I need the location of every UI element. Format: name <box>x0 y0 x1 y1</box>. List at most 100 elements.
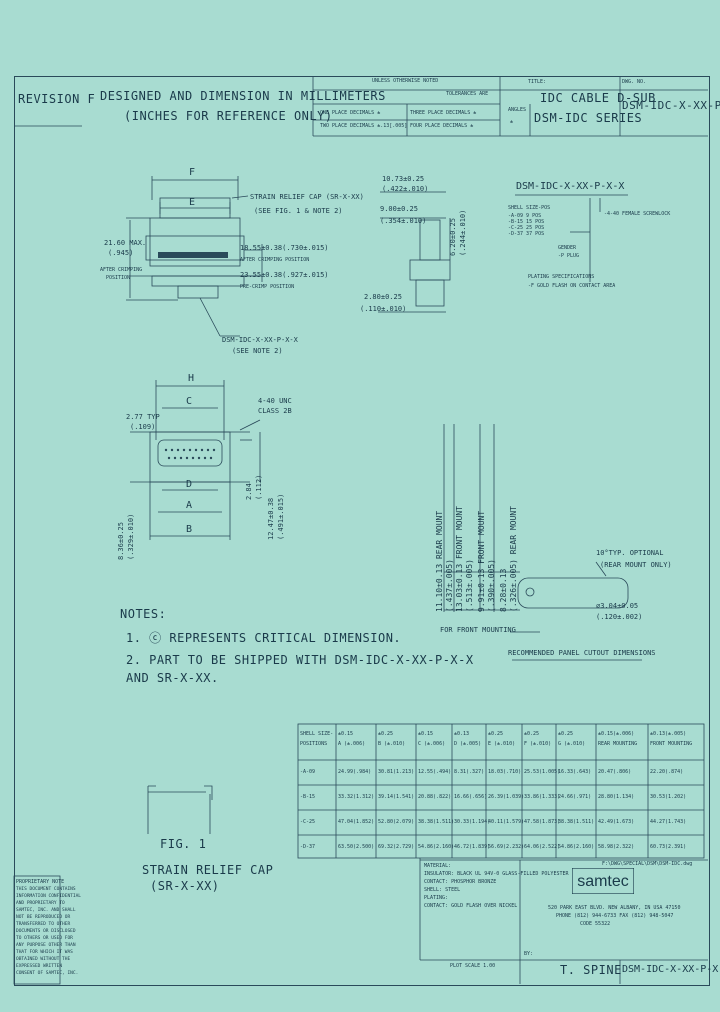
cutout-caption: RECOMMENDED PANEL CUTOUT DIMENSIONS <box>508 649 656 657</box>
table-cell: -C-25 <box>300 819 316 825</box>
table-header-cell: ±0.25 <box>524 731 540 737</box>
address-line1: 520 PARK EAST BLVD. NEW ALBANY, IN USA 4… <box>548 905 681 911</box>
table-cell: 38.38(1.511) <box>558 819 595 825</box>
angles-label: ANGLES <box>508 107 527 113</box>
front-vert-dim-1-in: (.329±.010) <box>127 513 135 560</box>
table-cell: 38.38(1.511) <box>418 819 455 825</box>
strain-relief-ref: (SEE FIG. 1 & NOTE 2) <box>254 207 343 215</box>
proprietary-line: NOT BE REPRODUCED OR <box>16 915 71 920</box>
material-insulator: INSULATOR: BLACK UL 94V-0 GLASS-FILLED P… <box>424 871 569 877</box>
table-cell: -A-09 <box>300 769 316 775</box>
proprietary-title: PROPRIETARY NOTE <box>16 879 65 885</box>
drawn-by: T. SPINE <box>560 963 622 977</box>
table-header-cell: ±0.15 <box>418 731 434 737</box>
material-plating: PLATING: <box>424 895 449 901</box>
material-shell: SHELL: STEEL <box>424 887 461 893</box>
proprietary-line: INFORMATION CONFIDENTIAL <box>16 894 82 899</box>
shell-option-b: -B-15 15 POS <box>508 219 545 225</box>
figure-caption-1: STRAIN RELIEF CAP <box>142 863 274 877</box>
table-cell: 60.73(2.391) <box>650 844 687 850</box>
cutout-angle-note: (REAR MOUNT ONLY) <box>600 561 672 569</box>
side-dim-3-in: (.110±.010) <box>360 305 407 313</box>
dim-c: C <box>186 396 193 407</box>
material-title: MATERIAL: <box>424 863 452 869</box>
table-cell: 54.86(2.160) <box>418 844 455 850</box>
figure-caption-2: (SR-X-XX) <box>150 879 220 893</box>
table-cell: 58.98(2.322) <box>598 844 635 850</box>
cutout-dim-4: 8.28±0.13 <box>499 568 508 612</box>
side-dim-1-in: (.422±.010) <box>382 185 429 193</box>
table-cell: 22.20(.874) <box>650 769 684 775</box>
table-header-cell: ±0.15 <box>338 731 354 737</box>
designed-note-line2: (INCHES FOR REFERENCE ONLY) <box>124 109 333 123</box>
table-cell: 8.31(.327) <box>454 769 485 775</box>
table-header-cell: A (±.006) <box>338 741 366 747</box>
table-cell: 39.14(1.541) <box>378 794 415 800</box>
thread-spec: 4-40 UNC <box>258 397 292 405</box>
thread-class: CLASS 2B <box>258 407 292 415</box>
cutout-dim-2: 13.03±0.13 FRONT MOUNT <box>455 506 464 612</box>
table-header-cell: E (±.010) <box>488 741 516 747</box>
figure-label: FIG. 1 <box>160 837 207 851</box>
side-dim-2-in: (.354±.010) <box>380 217 427 225</box>
note-1: 1. ⓒ REPRESENTS CRITICAL DIMENSION. <box>126 631 402 645</box>
front-vert-dim-2-in: (.112) <box>255 474 263 500</box>
proprietary-line: DOCUMENTS OR DISCLOSED <box>16 929 76 934</box>
dim-after-crimp: 18.55±0.38(.730±.015) <box>240 244 329 252</box>
table-header-cell: ±0.25 <box>378 731 394 737</box>
three-place-decimals: THREE PLACE DECIMALS ± <box>410 110 477 116</box>
plating-label: PLATING SPECIFICATIONS <box>528 274 595 280</box>
logo-text: samtec <box>577 873 629 890</box>
dim-b: B <box>186 524 193 535</box>
table-header-cell: ±0.15(±.006) <box>598 731 635 737</box>
shell-option-d: -D-37 37 POS <box>508 231 545 237</box>
drawing-border <box>14 76 710 986</box>
table-cell: 63.50(2.500) <box>338 844 375 850</box>
table-cell: 44.27(1.743) <box>650 819 687 825</box>
table-header-cell: REAR MOUNTING <box>598 741 638 747</box>
proprietary-line: ANY PURPOSE OTHER THAN <box>16 943 76 948</box>
cutout-hole: ⌀3.04±0.05 <box>596 602 639 610</box>
pitch-dim-in: (.109) <box>130 423 156 431</box>
note-2b: AND SR-X-XX. <box>126 671 219 685</box>
part-number-callout: DSM-IDC-X-XX-P-X-X <box>222 336 298 344</box>
screwlock-option: -4-40 FEMALE SCREWLOCK <box>604 211 671 217</box>
material-plating-contact: CONTACT: GOLD FLASH OVER NICKEL <box>424 903 518 909</box>
plot-scale: PLOT SCALE 1.00 <box>450 963 496 969</box>
sheet-dwg-no: DSM-IDC-X-XX-P-X-X <box>622 964 720 975</box>
table-cell: 30.33(1.194) <box>454 819 491 825</box>
table-header-cell: SHELL SIZE- <box>300 731 334 737</box>
table-header-cell: G (±.010) <box>558 741 586 747</box>
tolerances-label: TOLERANCES ARE <box>446 91 489 97</box>
table-cell: 47.58(1.873) <box>524 819 561 825</box>
front-mount-label: FOR FRONT MOUNTING <box>440 626 516 634</box>
table-cell: 12.55(.494) <box>418 769 452 775</box>
front-vert-dim-3: 12.47±0.38 <box>267 497 275 540</box>
two-place-decimals: TWO PLACE DECIMALS ±.13[.005] <box>320 123 408 129</box>
cutout-dim-1-in: (.437±.005) <box>445 559 454 612</box>
height-position: POSITION <box>106 275 131 281</box>
table-cell: 42.49(1.673) <box>598 819 635 825</box>
address-line2: PHONE (812) 944-6733 FAX (812) 948-5047 <box>556 913 674 919</box>
height-max-in: (.945) <box>108 249 134 257</box>
proprietary-line: TRANSFERRED TO OTHER <box>16 922 71 927</box>
table-cell: 47.04(1.852) <box>338 819 375 825</box>
table-cell: 24.99(.984) <box>338 769 372 775</box>
side-dim-2: 9.00±0.25 <box>380 205 418 213</box>
file-reference: F:\DWG\SPECIAL\DSM\DSM-IDC.dwg <box>602 861 693 867</box>
table-header-cell: ±0.13(±.005) <box>650 731 687 737</box>
front-vert-dim-1: 8.36±0.25 <box>117 522 125 560</box>
table-cell: -B-15 <box>300 794 316 800</box>
designed-note-line1: DESIGNED AND DIMENSION IN MILLIMETERS <box>100 89 386 103</box>
one-place-decimals: ONE PLACE DECIMALS ± <box>320 110 381 116</box>
proprietary-line: OBTAINED WITHOUT THE <box>16 957 71 962</box>
proprietary-line: TO OTHERS OR USED FOR <box>16 936 73 941</box>
part-number-scheme: DSM-IDC-X-XX-P-X-X <box>516 181 625 192</box>
revision-label: REVISION F <box>18 92 96 106</box>
dim-pre-crimp-label: PRE-CRIMP POSITION <box>240 284 295 290</box>
table-cell: 30.81(1.213) <box>378 769 415 775</box>
gender-label: GENDER <box>558 245 577 251</box>
table-cell: -D-37 <box>300 844 316 850</box>
title-line2: DSM-IDC SERIES <box>534 111 643 125</box>
proprietary-line: SAMTEC, INC. AND SHALL <box>16 908 76 913</box>
